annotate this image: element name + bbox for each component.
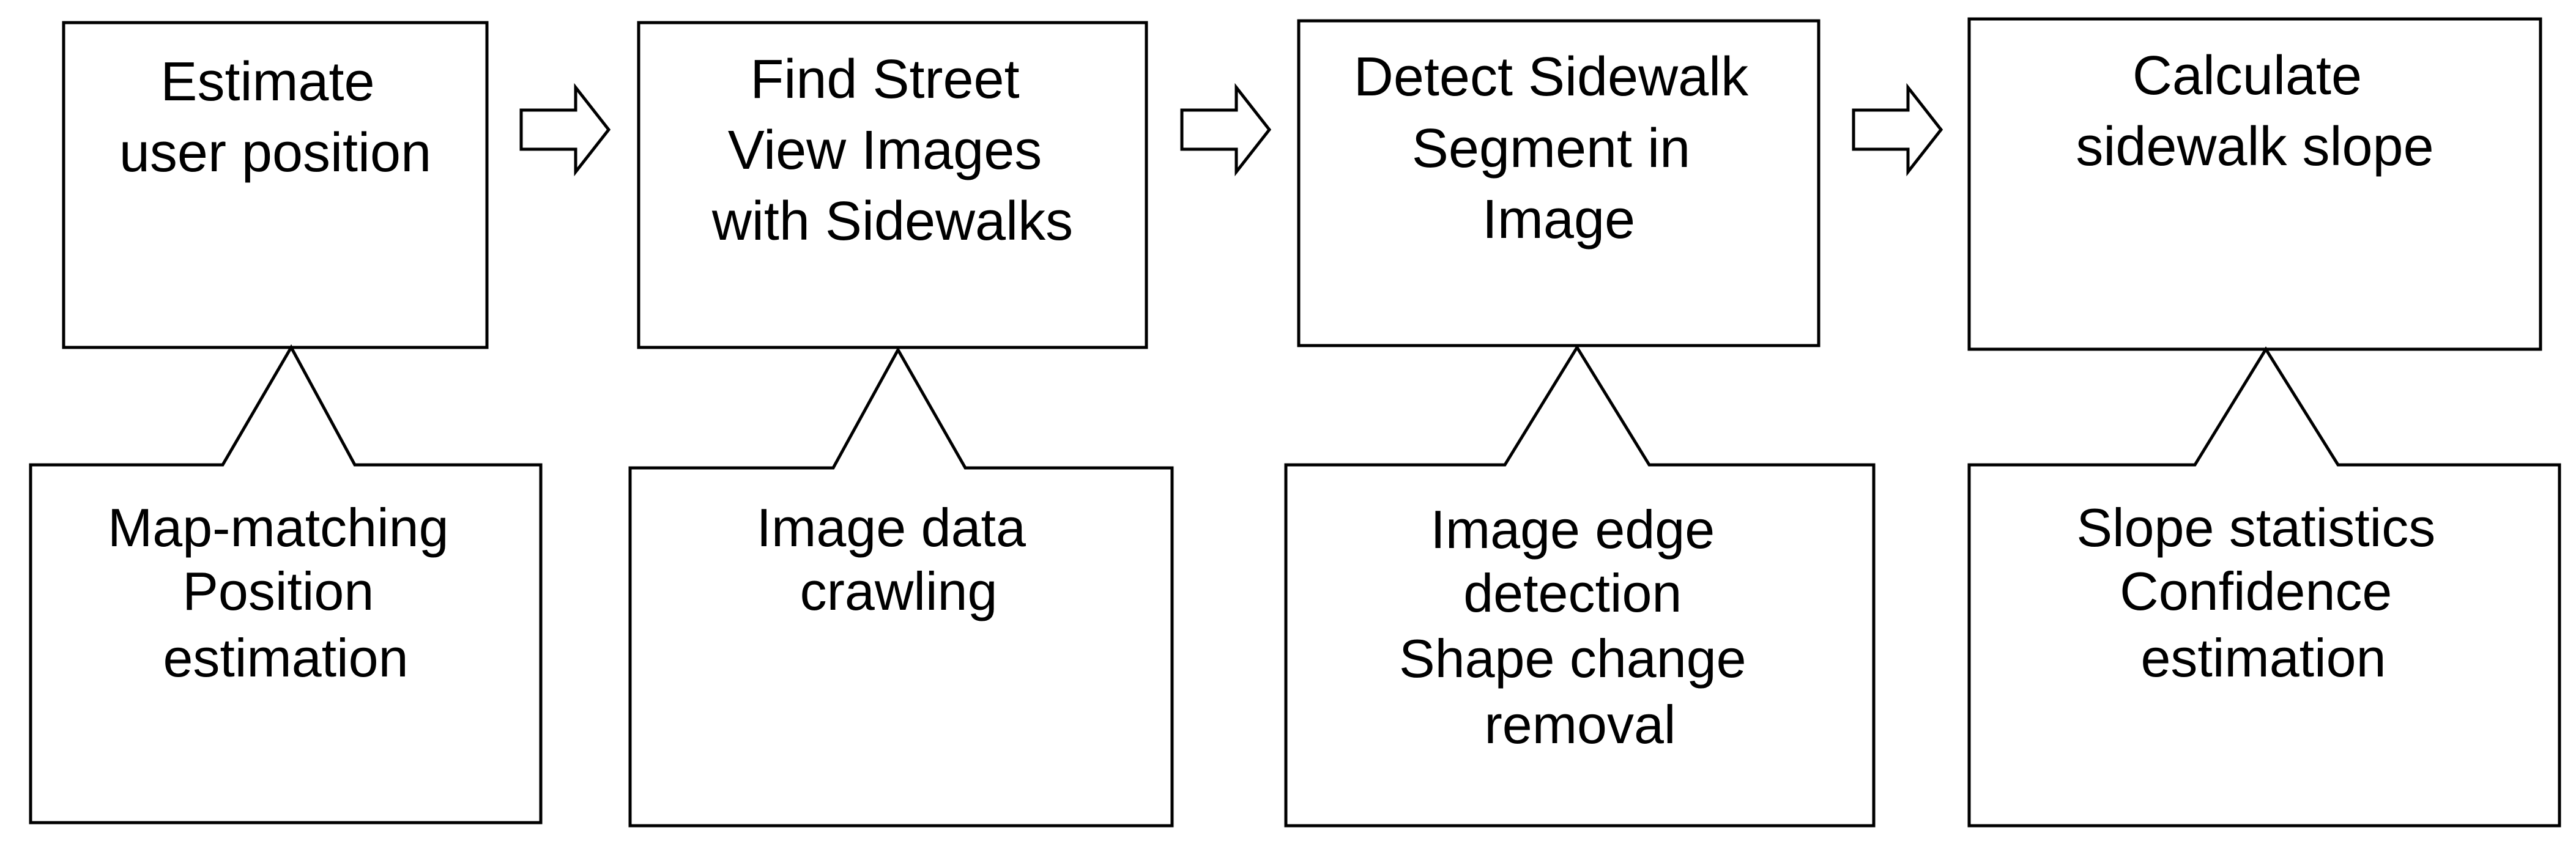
detail-3: Image edge detection Shape change remova… (1284, 344, 1876, 828)
detail-4-line-3: estimation (2140, 628, 2386, 688)
detail-4-line-2: Confidence (2120, 561, 2392, 621)
detail-1-callout (29, 344, 543, 824)
detail-2: Image data crawling (628, 346, 1174, 828)
step-1: Estimate user position (62, 21, 489, 349)
step-3: Detect Sidewalk Segment in Image (1297, 19, 1821, 347)
detail-3-line-1: Image edge (1430, 499, 1715, 560)
detail-4-callout (1967, 346, 2561, 828)
flow-arrow-2-icon (1180, 83, 1272, 177)
detail-3-line-4: removal (1485, 694, 1676, 755)
detail-4-text: Slope statistics Confidence estimation (2076, 497, 2450, 688)
detail-4: Slope statistics Confidence estimation (1967, 346, 2561, 828)
step-3-title-line-2: Segment in (1412, 118, 1690, 179)
detail-3-callout (1284, 344, 1876, 828)
step-4-title: Calculate sidewalk slope (2076, 45, 2433, 177)
detail-2-line-1: Image data (757, 497, 1026, 558)
detail-1-line-1: Map-matching (108, 497, 449, 558)
step-1-title-line-2: user position (119, 122, 431, 183)
step-1-title-line-1: Estimate (160, 51, 374, 113)
detail-1-text: Map-matching Position estimation (108, 497, 464, 688)
step-3-title: Detect Sidewalk Segment in Image (1354, 46, 1764, 250)
step-1-title: Estimate user position (119, 51, 431, 183)
step-2-title-line-2: View Images (728, 120, 1042, 181)
detail-3-line-2: detection (1463, 563, 1682, 623)
detail-1-line-3: estimation (163, 628, 408, 688)
detail-2-callout (628, 346, 1174, 828)
step-4-box (1967, 17, 2542, 351)
step-2-title-line-1: Find Street (750, 49, 1019, 110)
detail-4-line-1: Slope statistics (2076, 497, 2435, 558)
flow-arrow-3-icon (1852, 83, 1943, 177)
detail-2-text: Image data crawling (757, 497, 1041, 621)
step-4-title-line-2: sidewalk slope (2076, 116, 2433, 177)
detail-1: Map-matching Position estimation (29, 344, 543, 824)
step-4: Calculate sidewalk slope (1967, 17, 2542, 351)
flow-arrow-1-icon (519, 83, 611, 177)
step-2-title-line-3: with Sidewalks (711, 191, 1073, 252)
step-2-title: Find Street View Images with Sidewalks (711, 49, 1073, 252)
step-3-box (1297, 19, 1821, 347)
step-3-title-line-3: Image (1482, 189, 1635, 250)
step-4-title-line-1: Calculate (2132, 45, 2362, 106)
step-3-title-line-1: Detect Sidewalk (1354, 46, 1749, 108)
step-2: Find Street View Images with Sidewalks (637, 21, 1148, 349)
step-2-box (637, 21, 1148, 349)
detail-3-text: Image edge detection Shape change remova… (1399, 499, 1761, 755)
detail-3-line-3: Shape change (1399, 628, 1746, 689)
detail-2-line-2: crawling (800, 561, 998, 621)
detail-1-line-2: Position (182, 561, 374, 621)
step-1-box (62, 21, 489, 349)
